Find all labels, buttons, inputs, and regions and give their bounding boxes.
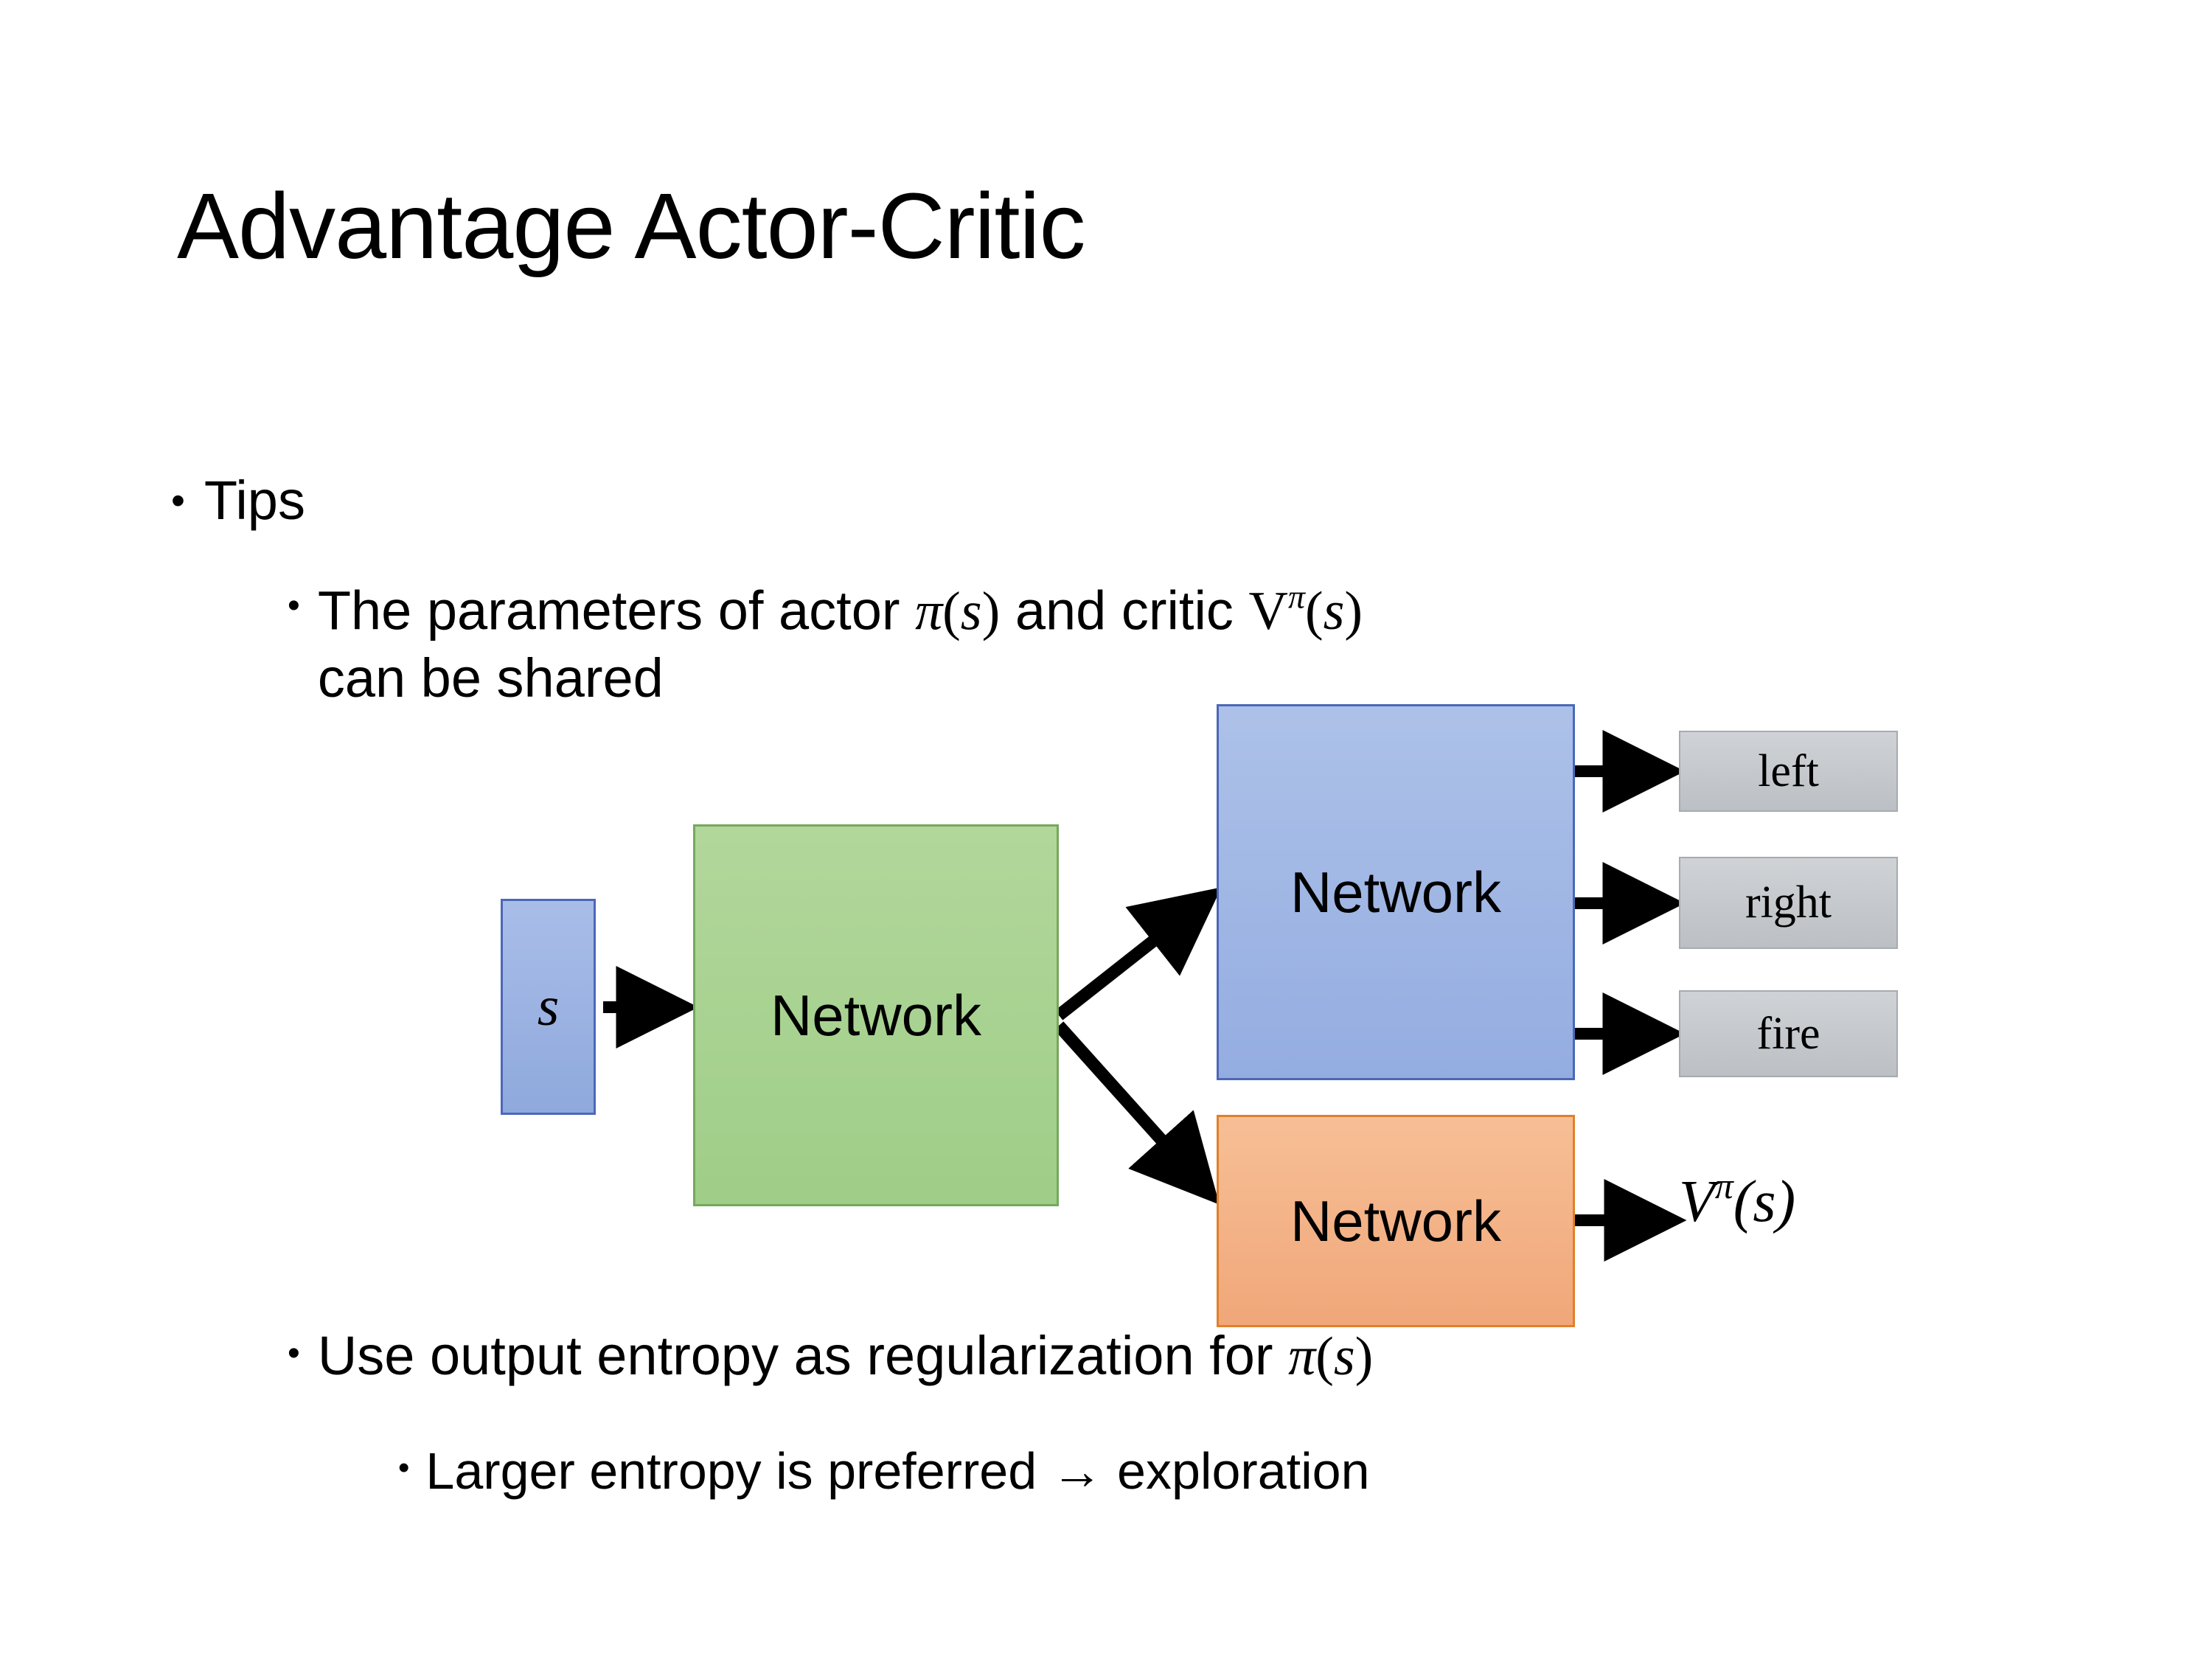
actor-network-box: Network — [1217, 704, 1575, 1080]
bullet-marker-icon: • — [398, 1450, 410, 1486]
bullet-shared-parameters-text: The parameters of actor π(s) and critic … — [318, 577, 2014, 712]
shared-params-text-2: and critic — [1000, 580, 1249, 641]
value-function-output-label: Vπ(s) — [1679, 1165, 1795, 1236]
value-base: V — [1679, 1169, 1715, 1234]
page-title: Advantage Actor-Critic — [177, 174, 1086, 278]
bullet-tips: • Tips — [171, 469, 305, 532]
shared-params-text-3: can be shared — [317, 647, 664, 709]
bullet-tips-label: Tips — [204, 470, 305, 531]
entropy-text-1: Use output entropy as regularization for — [317, 1325, 1289, 1386]
value-argument: (s) — [1733, 1169, 1796, 1234]
bullet-larger-entropy: • Larger entropy is preferred → explorat… — [398, 1441, 1370, 1500]
shared-params-text-1: The parameters of actor — [317, 580, 916, 641]
bullet-larger-entropy-text: Larger entropy is preferred → exploratio… — [425, 1442, 1370, 1500]
math-pi-s: π(s) — [1288, 1326, 1374, 1387]
shared-network-box: Network — [693, 824, 1059, 1206]
action-output-left: left — [1679, 731, 1898, 812]
math-critic-v-pi-s: Vπ(s) — [1248, 578, 1363, 642]
action-output-right: right — [1679, 857, 1898, 949]
value-superscript: π — [1714, 1166, 1733, 1206]
math-actor-pi-s: π(s) — [915, 581, 1001, 642]
bullet-marker-icon: • — [288, 586, 300, 625]
arrow-shared-to-critic — [1054, 1021, 1220, 1205]
bullet-marker-icon: • — [171, 479, 185, 523]
action-output-fire: fire — [1679, 990, 1898, 1077]
bullet-shared-parameters: • The parameters of actor π(s) and criti… — [288, 577, 2014, 712]
bullet-entropy-regularization: • Use output entropy as regularization f… — [288, 1324, 1373, 1388]
bullet-marker-icon: • — [288, 1334, 300, 1373]
bullet-entropy-text: Use output entropy as regularization for… — [318, 1324, 1374, 1388]
state-input-box: s — [501, 899, 596, 1115]
arrow-shared-to-actor — [1054, 887, 1222, 1020]
critic-network-box: Network — [1217, 1115, 1575, 1327]
